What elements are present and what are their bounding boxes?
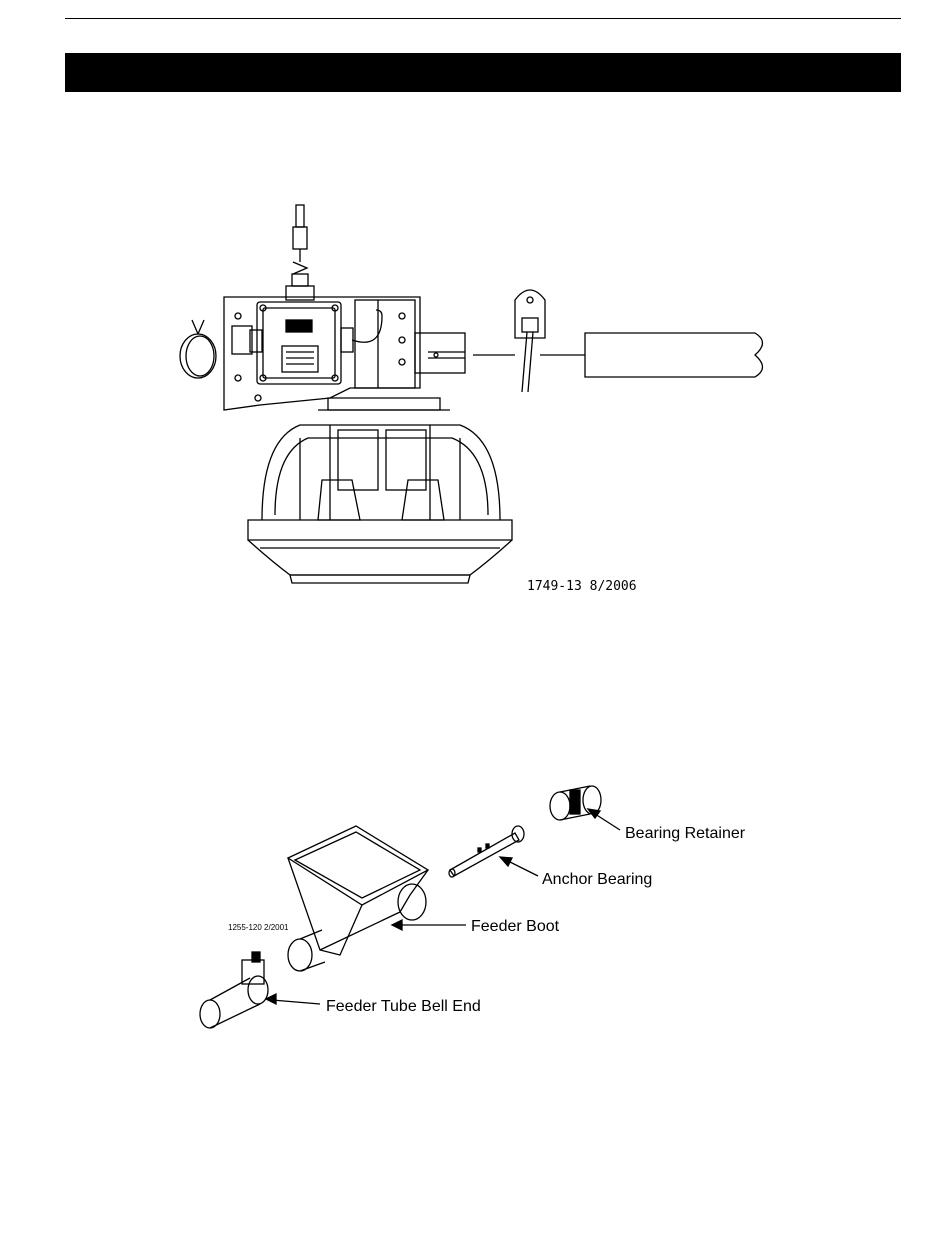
- feeder-pan-icon: [248, 425, 512, 583]
- feeder-boot-icon: [288, 826, 428, 971]
- mounting-bracket: [224, 297, 420, 410]
- callout-anchor-bearing: Anchor Bearing: [542, 871, 652, 888]
- figure-2-feeder-boot-assembly: [200, 786, 601, 1028]
- coiled-wire-icon: [180, 320, 216, 378]
- motor-housing: [355, 300, 415, 388]
- callout-bearing-retainer: Bearing Retainer: [625, 825, 746, 842]
- callout-feeder-tube-bell-end: Feeder Tube Bell End: [326, 998, 481, 1015]
- feeder-tube: [585, 333, 763, 377]
- callout-feeder-boot: Feeder Boot: [471, 918, 560, 935]
- feeder-tube-bell-end-icon: [200, 952, 268, 1028]
- sensor-cable-icon: [286, 205, 314, 300]
- figure-2-drawing-code: 1255-120 2/2001: [228, 923, 289, 932]
- callout-arrows: [266, 809, 620, 1004]
- anchor-link-icon: [515, 290, 545, 392]
- figure-1-feeder-assembly: [180, 205, 763, 583]
- figure-1-drawing-code: 1749-13 8/2006: [527, 579, 637, 594]
- anchor-bearing-icon: [449, 826, 524, 877]
